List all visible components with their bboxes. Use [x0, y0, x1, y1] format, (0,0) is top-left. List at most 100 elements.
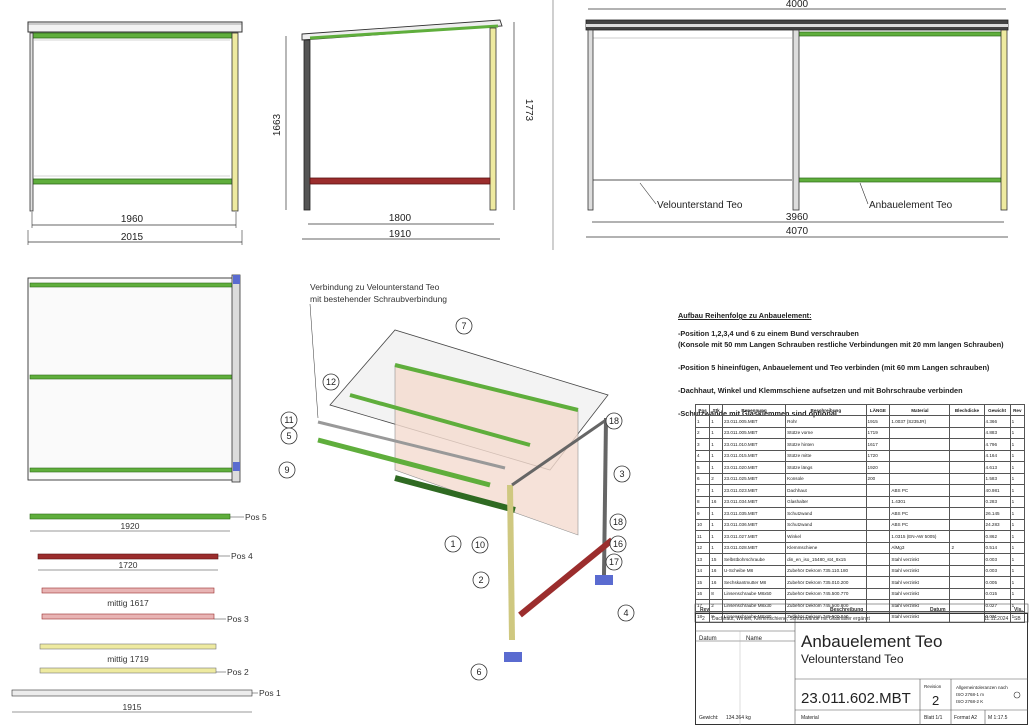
bom-cell: 4: [694, 449, 711, 462]
bom-cell: Winkel: [785, 530, 867, 543]
bom-header-cell: Blechdicke: [949, 404, 985, 416]
position-bubble-label: 18: [609, 416, 619, 426]
bom-cell: 1: [1009, 415, 1026, 428]
top-view: [27, 274, 241, 483]
bom-cell: [889, 438, 951, 451]
bom-cell: [865, 553, 891, 566]
bom-cell: [949, 587, 985, 600]
position-bubble-label: 5: [286, 431, 291, 441]
bom-cell: 26.145: [983, 507, 1011, 520]
format-label: Format A2: [954, 715, 978, 721]
position-bubble-label: 7: [461, 321, 466, 331]
bom-cell: 1915: [865, 415, 891, 428]
position-bubble-label: 4: [623, 608, 628, 618]
bom-cell: 14: [694, 564, 711, 577]
bom-cell: 23.011.034.MBT: [721, 495, 787, 508]
bom-cell: Zubehör Dekrom 745.500.800: [785, 599, 867, 612]
bom-cell: [949, 553, 985, 566]
bom-cell: [865, 599, 891, 612]
bom-cell: [889, 461, 951, 474]
weight-value: 134.364 kg: [726, 715, 751, 721]
note-line: -Position 5 hineinfügen, Anbauelement un…: [678, 363, 990, 372]
bom-cell: Sechskantmutter M8: [721, 576, 787, 589]
bom-cell: [949, 472, 985, 485]
bom-cell: [949, 415, 985, 428]
bom-cell: [949, 438, 985, 451]
bom-cell: 23.011.020.MBT: [721, 461, 787, 474]
position-bubble: [470, 663, 488, 681]
bom-cell: 23.011.035.MBT: [721, 507, 787, 520]
bom-cell: din_en_iso_15480_st4_8x15: [785, 553, 867, 566]
dim-side-outer: 1910: [389, 229, 412, 240]
bom-cell: 1920: [865, 461, 891, 474]
drawing-title: Anbauelement Teo: [801, 632, 943, 651]
bom-cell: 0.862: [983, 530, 1011, 543]
bom-cell: ABS PC: [889, 484, 951, 497]
pos2-length: mittig 1719: [107, 654, 149, 664]
bom-cell: 0.027: [983, 599, 1011, 612]
bom-cell: 200: [865, 472, 891, 485]
title-block: Datum Name Anbauelement Teo Velountersta…: [695, 613, 1028, 725]
name-label: Name: [746, 636, 763, 642]
bom-cell: 1: [1009, 530, 1026, 543]
bom-cell: [949, 564, 985, 577]
datum-label: Datum: [699, 636, 717, 642]
callout-velounterstand: Velounterstand Teo: [657, 200, 743, 211]
bom-cell: 13: [694, 553, 711, 566]
pos1-length: 1915: [123, 702, 142, 712]
bom-header-cell: Benennung: [721, 404, 787, 416]
tolerance-2: ISO 2768-1 m: [956, 692, 985, 697]
bom-cell: Schutzwand: [785, 507, 867, 520]
dim-long-bottom: 4070: [786, 226, 809, 237]
callout-anbauelement: Anbauelement Teo: [869, 200, 953, 211]
bom-cell: 3: [694, 438, 711, 451]
bom-cell: Glashalter: [785, 495, 867, 508]
position-bubble: [278, 461, 296, 479]
bom-cell: 1: [1009, 472, 1026, 485]
note-line: -Position 1,2,3,4 und 6 zu einem Bund ve…: [678, 328, 859, 338]
bom-cell: 1.0315 (EN-AW 5005): [889, 530, 951, 543]
bom-cell: 1: [1009, 541, 1026, 554]
bom-cell: 1: [709, 438, 723, 451]
bom-cell: 4.366: [983, 415, 1011, 428]
note-line: -Dachhaut, Winkel und Klemmschiene aufse…: [678, 386, 963, 395]
bom-cell: Stütze mitte: [785, 449, 867, 462]
bom-cell: 16: [709, 495, 723, 508]
bom-cell: 16: [709, 564, 723, 577]
position-bubble: [322, 373, 340, 391]
bom-cell: 11: [694, 530, 711, 543]
pos4-length: 1720: [119, 560, 138, 570]
bom-cell: 0.514: [983, 541, 1011, 554]
bom-cell: [949, 507, 985, 520]
bom-cell: Stahl verzinkt: [889, 599, 951, 612]
tolerance-1: Allgemeintoleranzen nach: [956, 685, 1008, 690]
position-bubble-label: 12: [326, 377, 336, 387]
bom-cell: 4.883: [983, 426, 1011, 439]
weight-label: Gewicht:: [699, 715, 719, 721]
bom-cell: [949, 599, 985, 612]
long-view: 4000 3960 4070 Velounterstand Teo Anbaue…: [585, 0, 1009, 238]
material-label: Material: [801, 715, 819, 721]
bom-cell: 0.283: [983, 495, 1011, 508]
position-bubble-label: 1: [450, 539, 455, 549]
position-bubble-label: 16: [613, 539, 623, 549]
bom-cell: 5: [694, 461, 711, 474]
position-bubble: [471, 536, 489, 554]
bom-cell: [865, 507, 891, 520]
bom-cell: 1: [709, 484, 723, 497]
position-bubble-label: 6: [476, 667, 481, 677]
position-bubble: [609, 535, 627, 553]
bom-cell: Rohr: [785, 415, 867, 428]
drawing-number: 23.011.602.MBT: [801, 690, 911, 707]
bom-cell: Schutzwand: [785, 518, 867, 531]
